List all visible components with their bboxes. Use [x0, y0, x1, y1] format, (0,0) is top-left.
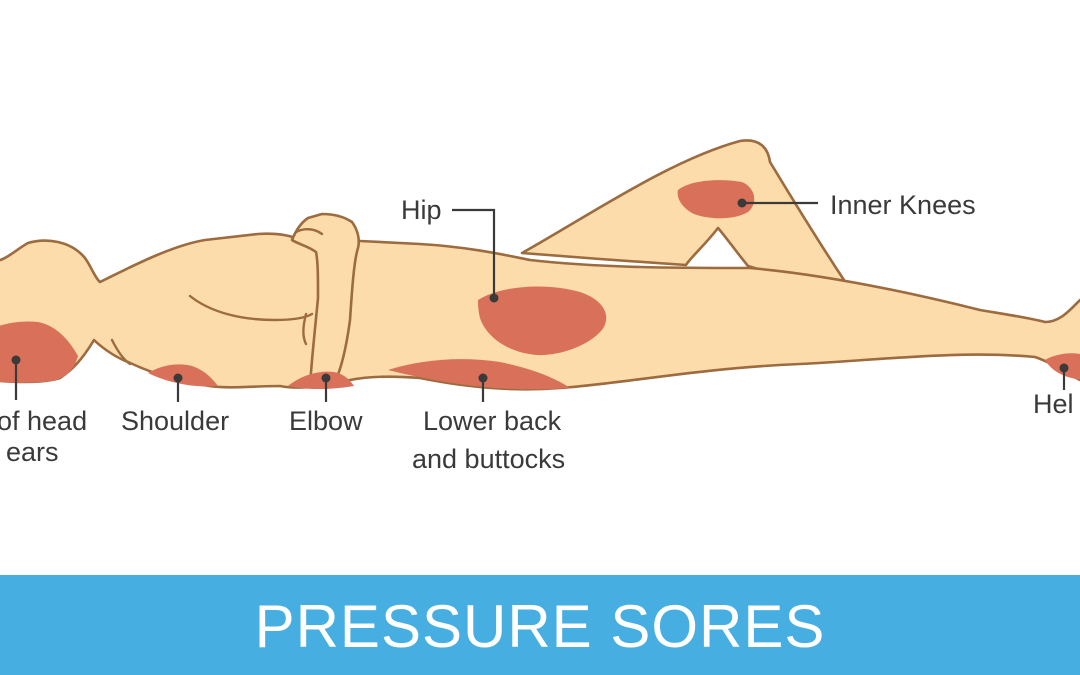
- inner-knees-label: Inner Knees: [830, 190, 976, 220]
- title-banner: PRESSURE SORES: [0, 575, 1080, 675]
- head-label-line2: ears: [6, 437, 59, 467]
- inner-knee-dot: [737, 198, 747, 208]
- head-label-line1: of head: [0, 406, 87, 436]
- chest-crease: [110, 338, 132, 366]
- sore-shoulder: [148, 364, 218, 387]
- hip-dot: [489, 293, 499, 303]
- lower-back-dot: [478, 373, 488, 383]
- elbow-label: Elbow: [289, 406, 363, 436]
- sore-elbow: [288, 371, 354, 389]
- shoulder-dot: [173, 373, 183, 383]
- hip-label: Hip: [401, 195, 442, 225]
- sore-hip: [478, 286, 607, 356]
- body-diagram: of head ears Shoulder Elbow Lower back a…: [0, 139, 1080, 474]
- head-dot: [11, 355, 21, 365]
- lower-back-label-line1: Lower back: [423, 406, 562, 436]
- banner-title: PRESSURE SORES: [254, 592, 826, 660]
- sore-back-of-head: [0, 321, 78, 383]
- heels-label: Hel: [1033, 389, 1074, 419]
- forearm-crease: [302, 312, 308, 346]
- sore-inner-knee: [677, 180, 755, 219]
- armpit-crease: [188, 294, 314, 322]
- sore-lower-back: [388, 359, 570, 390]
- lower-back-label-line2: and buttocks: [412, 444, 565, 474]
- shoulder-label: Shoulder: [121, 406, 229, 436]
- elbow-dot: [321, 373, 331, 383]
- folded-arm: [290, 212, 361, 388]
- hip-leader: [452, 208, 496, 298]
- thumb-crease: [294, 228, 324, 236]
- heel-dot: [1059, 363, 1069, 373]
- raised-thigh: [520, 139, 858, 300]
